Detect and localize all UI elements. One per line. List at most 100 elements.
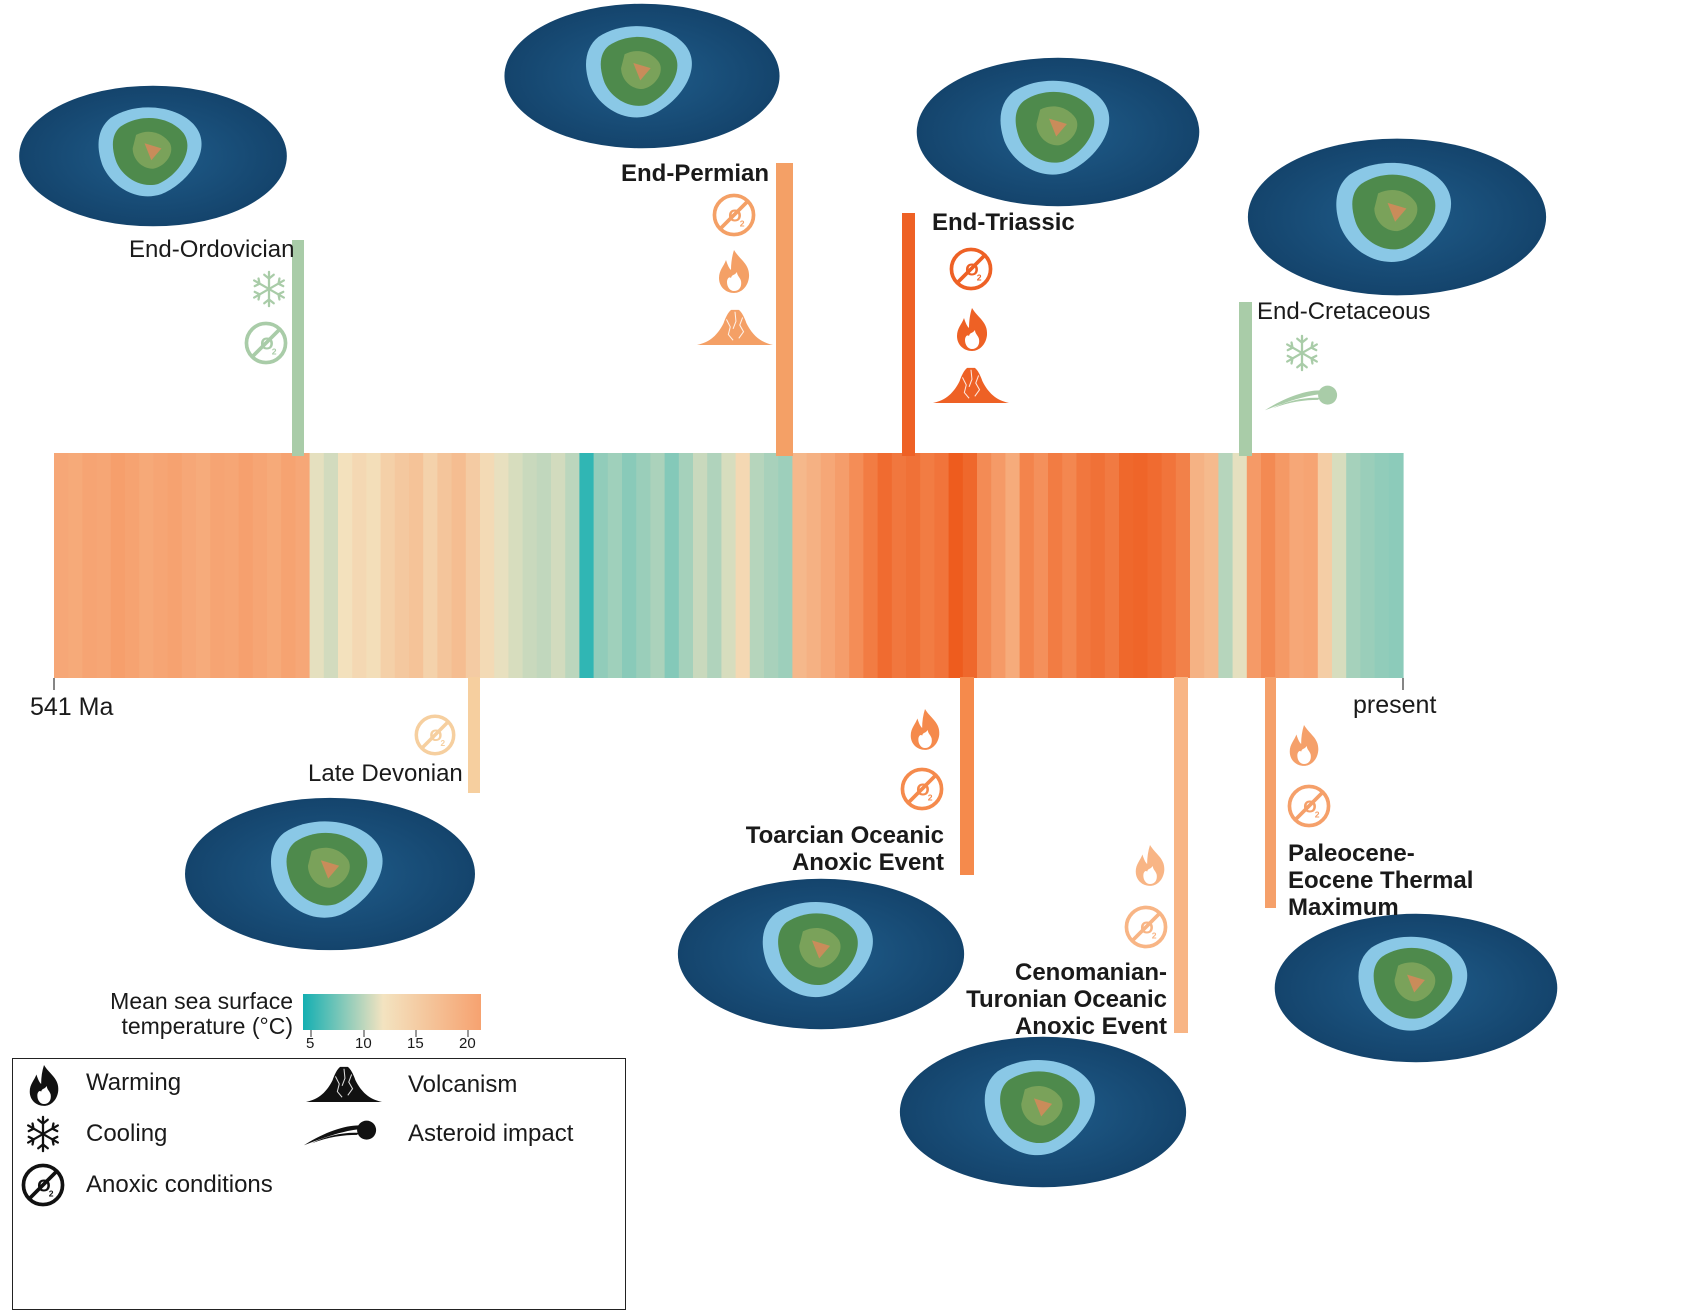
temperature-stripe	[309, 453, 325, 678]
anoxia-icon	[900, 767, 944, 811]
temperature-stripe-bar	[54, 453, 1404, 678]
colorbar-tick-label: 20	[459, 1035, 476, 1052]
temperature-stripe	[650, 453, 666, 678]
temperature-stripe	[721, 453, 737, 678]
temperature-stripe	[678, 453, 694, 678]
warming-icon	[719, 250, 750, 293]
temperature-stripe	[1119, 453, 1134, 678]
temperature-stripe	[693, 453, 708, 678]
temperature-stripe	[1332, 453, 1347, 678]
temperature-stripe	[465, 453, 481, 678]
event-label-cenomanian-turonian: Cenomanian- Turonian Oceanic Anoxic Even…	[900, 959, 1167, 1040]
temperature-stripe	[82, 453, 98, 678]
paleogeography-map-permian	[504, 3, 780, 149]
temperature-stripe	[1360, 453, 1376, 678]
event-label-end-permian: End-Permian	[621, 160, 770, 187]
event-label-line: Maximum	[1288, 894, 1399, 921]
event-label-petm: Paleocene- Eocene Thermal Maximum	[1288, 840, 1473, 921]
paleogeography-map-devonian	[185, 797, 475, 951]
temperature-stripe	[352, 453, 367, 678]
temperature-stripe	[252, 453, 268, 678]
paleogeography-map-ordovician	[19, 85, 287, 227]
event-label-line: Cenomanian-	[1014, 959, 1167, 986]
temperature-stripe	[622, 453, 637, 678]
temperature-stripe	[1204, 453, 1219, 678]
temperature-stripe	[849, 453, 864, 678]
temperature-stripe	[494, 453, 509, 678]
temperature-stripe	[920, 453, 935, 678]
temperature-stripe	[210, 453, 225, 678]
colorbar-tick-label: 5	[306, 1035, 315, 1052]
event-label-line: Turonian Oceanic	[966, 986, 1167, 1013]
temperature-stripe	[1019, 453, 1035, 678]
temperature-stripe	[1104, 453, 1120, 678]
temperature-stripe	[125, 453, 140, 678]
event-label-late-devonian: Late Devonian	[308, 760, 463, 787]
temperature-stripe	[1317, 453, 1333, 678]
temperature-stripe	[224, 453, 240, 678]
temperature-stripe	[68, 453, 83, 678]
event-label-line: Toarcian Oceanic	[745, 822, 944, 849]
event-bar-end-cretaceous	[1239, 302, 1252, 456]
temperature-stripe	[167, 453, 183, 678]
anoxia-icon	[1287, 784, 1331, 828]
temperature-stripe	[820, 453, 836, 678]
colorbar-title-line: Mean sea surface	[110, 988, 293, 1014]
temperature-stripe	[707, 453, 722, 678]
temperature-stripe	[863, 453, 879, 678]
volcanism-icon	[697, 309, 773, 346]
event-label-line: Paleocene-	[1288, 840, 1415, 867]
colorbar-tick-label: 10	[355, 1035, 372, 1052]
temperature-stripe	[1261, 453, 1276, 678]
temperature-stripe	[1289, 453, 1305, 678]
temperature-stripe	[1133, 453, 1148, 678]
legend-anoxic-label: Anoxic conditions	[86, 1171, 273, 1198]
colorbar-tick-label: 15	[407, 1035, 424, 1052]
temperature-stripe	[323, 453, 339, 678]
temperature-stripe	[1048, 453, 1063, 678]
warming-icon	[910, 709, 940, 750]
temperature-stripe	[749, 453, 765, 678]
cooling-icon	[1286, 334, 1318, 372]
temperature-stripe	[948, 453, 964, 678]
temperature-stripe	[96, 453, 112, 678]
paleogeography-map-triassic	[916, 57, 1200, 207]
event-bar-end-permian	[776, 163, 793, 456]
warming-icon	[957, 308, 988, 351]
temperature-stripe	[906, 453, 921, 678]
temperature-stripe	[792, 453, 808, 678]
temperature-stripe	[1346, 453, 1361, 678]
event-label-end-triassic: End-Triassic	[932, 209, 1075, 236]
temperature-stripe	[522, 453, 538, 678]
temperature-stripe	[1275, 453, 1290, 678]
temperature-stripe	[1246, 453, 1262, 678]
anoxia-icon	[712, 193, 756, 237]
temperature-stripe	[267, 453, 282, 678]
legend-cooling-label: Cooling	[86, 1120, 168, 1147]
event-bar-cenomanian-turonian	[1174, 677, 1188, 1033]
legend-warming-label: Warming	[86, 1069, 182, 1096]
temperature-stripe	[778, 453, 793, 678]
temperature-stripe	[1147, 453, 1163, 678]
legend-volcanism-label: Volcanism	[408, 1071, 518, 1098]
anoxia-icon	[949, 247, 993, 291]
temperature-stripe	[1062, 453, 1077, 678]
temperature-stripe	[764, 453, 779, 678]
cooling-icon	[253, 270, 285, 308]
temperature-stripe	[579, 453, 595, 678]
event-bar-toarcian	[960, 677, 974, 875]
temperature-stripe	[1388, 453, 1404, 678]
temperature-stripe	[366, 453, 382, 678]
temperature-stripe	[1076, 453, 1092, 678]
warming-icon	[1289, 725, 1319, 766]
temperature-stripe	[1232, 453, 1248, 678]
temperature-stripe	[338, 453, 353, 678]
temperature-stripe	[1190, 453, 1205, 678]
temperature-stripe	[835, 453, 850, 678]
temperature-stripe	[295, 453, 311, 678]
event-label-toarcian: Toarcian Oceanic Anoxic Event	[700, 822, 944, 876]
temperature-stripe	[991, 453, 1006, 678]
temperature-stripe	[593, 453, 609, 678]
paleogeography-map-petm	[1274, 913, 1558, 1063]
